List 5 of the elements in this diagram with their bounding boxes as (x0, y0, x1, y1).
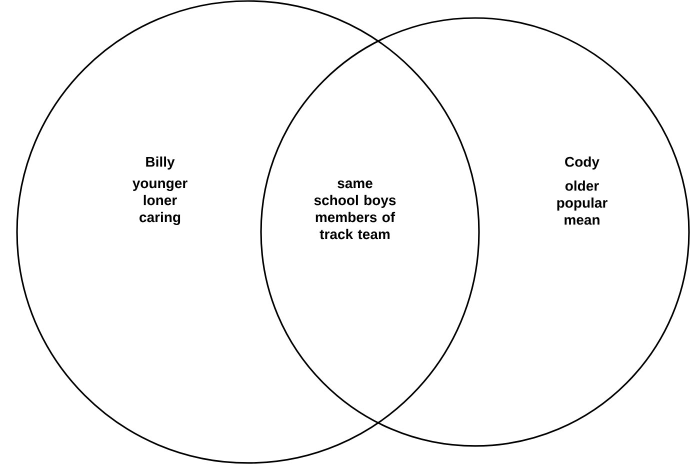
trait-list: younger loner caring (132, 180, 188, 226)
trait-list: older popular mean (557, 180, 608, 225)
heading: Cody (565, 156, 600, 170)
overlap-text: same school boys members of track team (314, 180, 396, 240)
heading: Billy (146, 156, 175, 170)
